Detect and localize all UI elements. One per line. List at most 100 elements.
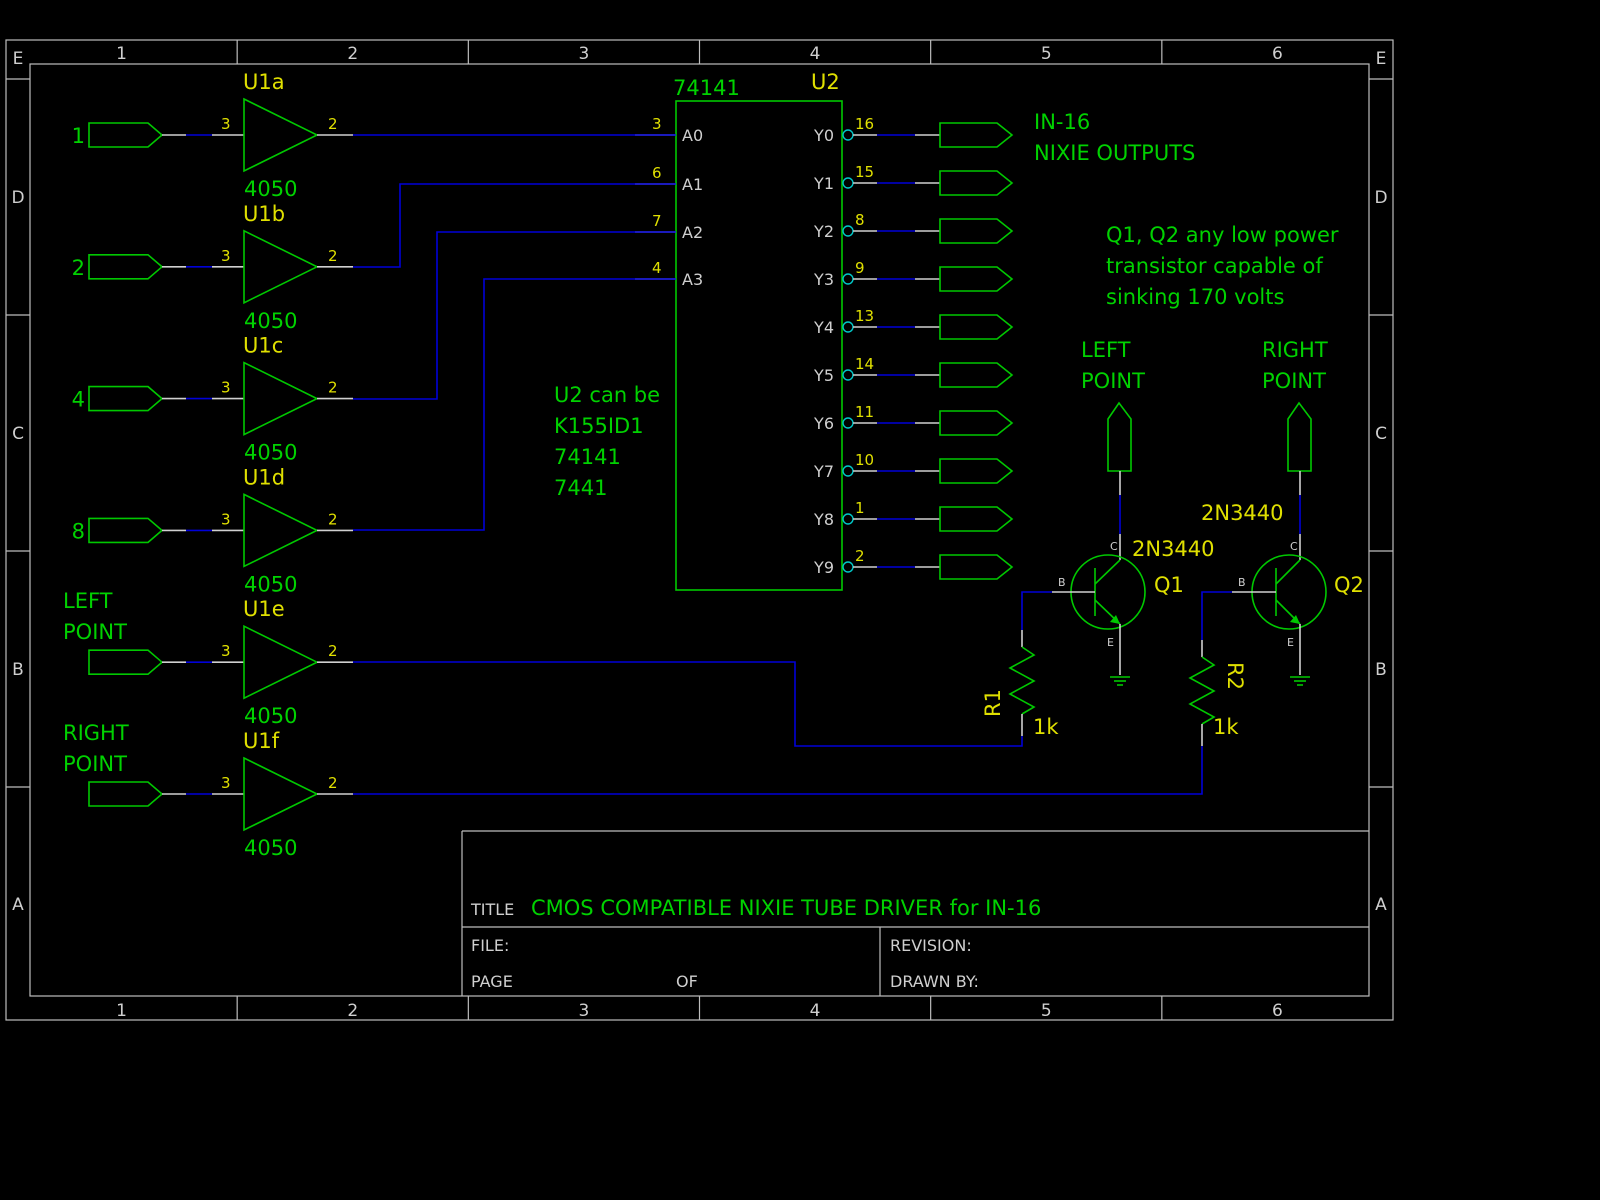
buffer-pin-in: 3: [221, 510, 231, 528]
q2-ref: Q2: [1334, 573, 1364, 597]
revision-label: REVISION:: [890, 936, 972, 955]
buffer-part: 4050: [244, 704, 297, 728]
buffer-pin-out: 2: [328, 774, 338, 792]
transistor-q2-stage: RIGHT POINT C B E 2N3440 Q2 R2 1k: [1188, 338, 1364, 746]
of-label: OF: [676, 972, 698, 991]
decoder-output-bubble: [842, 369, 854, 381]
nixie-output-port: [939, 554, 1014, 580]
input-port: [88, 385, 164, 412]
q1-collector-arm: [1094, 559, 1121, 585]
q2-port-label-line1: RIGHT: [1262, 338, 1328, 362]
column-mark-top: 1: [116, 44, 127, 64]
buffer-pin-out: 2: [328, 510, 338, 528]
q2-pin-b: B: [1238, 576, 1246, 589]
row-mark-right: D: [1374, 188, 1387, 208]
decoder-output-pin: 15: [855, 163, 874, 181]
buffer-pin-in: 3: [221, 642, 231, 660]
decoder-output-pin: 14: [855, 355, 874, 373]
column-mark-top: 4: [810, 44, 821, 64]
r1-value: 1k: [1033, 715, 1059, 739]
column-mark-top: 5: [1041, 44, 1052, 64]
q1-pin-c: C: [1110, 540, 1118, 553]
nixie-output-port: [939, 314, 1014, 340]
column-mark-top: 3: [579, 44, 590, 64]
decoder-output-name: Y4: [813, 318, 834, 337]
column-mark-bottom: 5: [1041, 1001, 1052, 1021]
input-label: 1: [72, 124, 85, 148]
decoder-output-bubble: [842, 273, 854, 285]
column-mark-top: 2: [347, 44, 358, 64]
decoder-output-pin: 2: [855, 547, 865, 565]
transistor-note-line2: transistor capable of: [1106, 254, 1323, 278]
decoder-output-name: Y7: [813, 462, 834, 481]
decoder-input-name: A3: [682, 270, 703, 289]
decoder-input-pin: 6: [652, 164, 662, 182]
decoder-output-pin: 8: [855, 211, 865, 229]
q1-output-port: [1107, 401, 1132, 472]
nixie-output-port: [939, 266, 1014, 292]
wire-a3: [353, 278, 676, 531]
q2-output-port: [1287, 401, 1312, 472]
buffer-pin-in: 3: [221, 774, 231, 792]
decoder-ref: U2: [811, 70, 840, 94]
nixie-output-port: [939, 218, 1014, 244]
outputs-label-line1: IN-16: [1034, 110, 1090, 134]
u2-alt-line2: K155ID1: [554, 414, 644, 438]
decoder-output-bubble: [842, 129, 854, 141]
buffer-pin-out: 2: [328, 247, 338, 265]
input-label: 8: [72, 519, 85, 543]
decoder-output-bubble: [842, 225, 854, 237]
decoder-output-bubble: [842, 177, 854, 189]
row-mark-left: B: [12, 660, 24, 680]
row-mark-right: C: [1375, 424, 1387, 444]
drawn-by-label: DRAWN BY:: [890, 972, 979, 991]
nixie-output-port: [939, 170, 1014, 196]
buffer-triangle: [243, 361, 319, 436]
row-mark-corner-left: E: [13, 49, 24, 69]
decoder-output-name: Y9: [813, 558, 834, 577]
decoder-pins: 3A06A17A24A3Y016Y115Y28Y39Y413Y514Y611Y7…: [635, 115, 877, 577]
drawing-title: CMOS COMPATIBLE NIXIE TUBE DRIVER for IN…: [531, 896, 1041, 920]
buffer-ref: U1e: [243, 597, 285, 621]
nixie-output-port: [939, 506, 1014, 532]
nixie-output-port: [939, 362, 1014, 388]
decoder-input-name: A2: [682, 223, 703, 242]
row-mark-left: D: [11, 188, 24, 208]
wiring: [353, 134, 1203, 795]
buffer-ref: U1a: [243, 70, 285, 94]
nixie-output-port: [939, 458, 1014, 484]
transistor-q1-stage: LEFT POINT C B E 2N3440 Q1 R1 1k: [981, 338, 1215, 739]
buffer-pin-in: 3: [221, 115, 231, 133]
r1-ref: R1: [981, 689, 1005, 717]
decoder-part: 74141: [673, 76, 740, 100]
input-label-line2: POINT: [63, 752, 127, 776]
buffer-part: 4050: [244, 572, 297, 596]
input-label: 4: [72, 388, 85, 412]
decoder-output-bubble: [842, 465, 854, 477]
column-mark-bottom: 4: [810, 1001, 821, 1021]
buffer-ref: U1c: [243, 334, 283, 358]
buffer-pin-out: 2: [328, 379, 338, 397]
q2-collector-arm: [1275, 559, 1301, 585]
input-port: [88, 254, 164, 280]
outputs-label-line2: NIXIE OUTPUTS: [1034, 141, 1195, 165]
row-mark-left: C: [12, 424, 24, 444]
decoder-output-name: Y1: [813, 174, 834, 193]
q1-emitter-arrow: [1110, 615, 1120, 624]
input-port: [88, 122, 164, 148]
q1-ref: Q1: [1154, 573, 1184, 597]
buffer-triangle: [243, 97, 319, 173]
decoder-output-pin: 13: [855, 307, 874, 325]
q2-port-label-line2: POINT: [1262, 369, 1326, 393]
q2-pin-e: E: [1287, 636, 1294, 649]
title-label: TITLE: [470, 900, 514, 919]
decoder-output-pin: 9: [855, 259, 865, 277]
r2-value: 1k: [1213, 715, 1239, 739]
q1-pin-b: B: [1058, 576, 1066, 589]
buffer-part: 4050: [244, 441, 297, 465]
buffer-triangle: [243, 756, 319, 832]
